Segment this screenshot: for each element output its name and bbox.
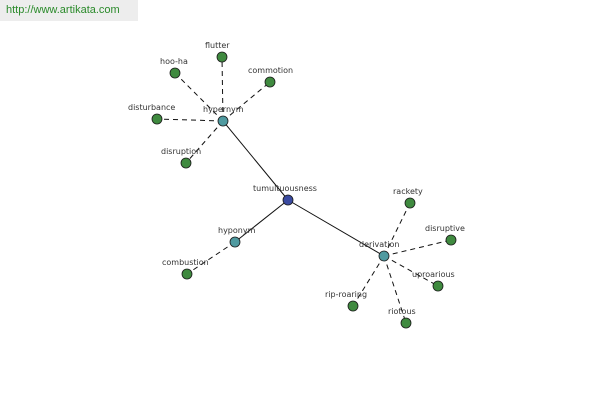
leaf-uproarious-label[interactable]: uproarious — [412, 270, 455, 279]
leaf-commotion-node[interactable] — [264, 76, 276, 88]
leaf-combustion-node[interactable] — [181, 268, 193, 280]
edge-derivation-rip-roaring — [352, 255, 385, 307]
edge-hypernym-disturbance — [156, 118, 224, 122]
edge-center-hypernym — [222, 120, 289, 201]
leaf-riotous-label[interactable]: riotous — [388, 307, 416, 316]
edge-hypernym-commotion — [222, 81, 271, 122]
relation-derivation-label[interactable]: derivation — [359, 240, 399, 249]
leaf-disruption-node[interactable] — [180, 157, 192, 169]
edge-derivation-riotous — [383, 255, 407, 324]
graph-labels: hoo-ha flutter commotion disturbance disrupt… — [128, 41, 465, 316]
center-word-node[interactable] — [282, 194, 294, 206]
leaf-flutter-label[interactable]: flutter — [205, 41, 230, 50]
leaf-disturbance-label[interactable]: disturbance — [128, 103, 175, 112]
leaf-commotion-label[interactable]: commotion — [248, 66, 293, 75]
edge-hypernym-flutter — [221, 56, 224, 122]
leaf-rip-roaring-node[interactable] — [347, 300, 359, 312]
edge-hyponym-combustion — [186, 241, 236, 275]
leaf-riotous-node[interactable] — [400, 317, 412, 329]
edge-center-derivation — [287, 199, 385, 257]
edge-center-hyponym — [234, 199, 289, 243]
leaf-hoo-ha-node[interactable] — [169, 67, 181, 79]
relation-hyponym-node[interactable] — [229, 236, 241, 248]
leaf-rip-roaring-label[interactable]: rip-roaring — [325, 290, 367, 299]
edge-hypernym-disruption — [185, 120, 224, 164]
leaf-combustion-label[interactable]: combustion — [162, 258, 209, 267]
leaf-disruption-label[interactable]: disruption — [161, 147, 201, 156]
leaf-hoo-ha-label[interactable]: hoo-ha — [160, 57, 188, 66]
edge-hypernym-hoo-ha — [174, 72, 224, 122]
source-url-text[interactable]: http://www.artikata.com — [6, 4, 120, 16]
source-url-badge[interactable]: http://www.artikata.com — [0, 0, 138, 21]
relation-hypernym-node[interactable] — [217, 115, 229, 127]
leaf-uproarious-node[interactable] — [432, 280, 444, 292]
leaf-disruptive-label[interactable]: disruptive — [425, 224, 465, 233]
edge-derivation-disruptive — [383, 239, 452, 257]
leaf-disruptive-node[interactable] — [445, 234, 457, 246]
graph-edges — [156, 56, 452, 324]
center-word-label[interactable]: tumultuousness — [253, 184, 317, 193]
relation-derivation-node[interactable] — [378, 250, 390, 262]
edge-derivation-uproarious — [383, 255, 439, 287]
relation-hypernym-label[interactable]: hypernym — [203, 105, 244, 114]
leaf-disturbance-node[interactable] — [151, 113, 163, 125]
leaf-rackety-node[interactable] — [404, 197, 416, 209]
leaf-flutter-node[interactable] — [216, 51, 228, 63]
graph-nodes — [151, 51, 457, 329]
leaf-rackety-label[interactable]: rackety — [393, 187, 423, 196]
relation-hyponym-label[interactable]: hyponym — [218, 226, 256, 235]
edge-derivation-rackety — [383, 202, 411, 257]
